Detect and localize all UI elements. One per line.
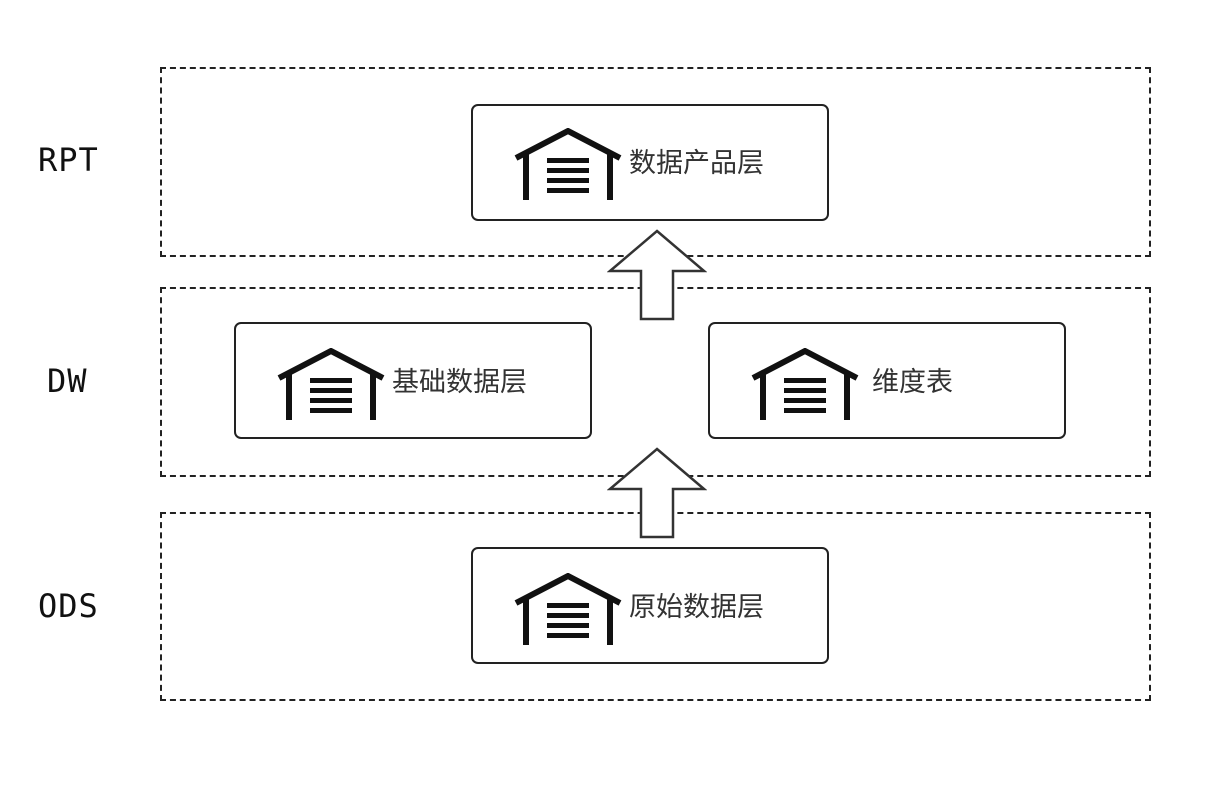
raw-layer-label: 原始数据层 <box>629 592 764 623</box>
product-layer-node[interactable]: 数据产品层 <box>471 104 829 221</box>
dimension-table-node[interactable]: 维度表 <box>708 322 1066 439</box>
raw-layer-node[interactable]: 原始数据层 <box>471 547 829 664</box>
dimension-table-label: 维度表 <box>872 367 953 398</box>
dw-layer-label: DW <box>47 362 88 400</box>
product-layer-label: 数据产品层 <box>629 148 764 179</box>
warehouse-icon <box>751 348 859 420</box>
up-arrow-icon <box>607 229 707 321</box>
up-arrow-icon <box>607 447 707 539</box>
warehouse-icon <box>514 128 622 200</box>
base-layer-label: 基础数据层 <box>392 367 527 398</box>
warehouse-icon <box>514 573 622 645</box>
warehouse-icon <box>277 348 385 420</box>
ods-layer-label: ODS <box>38 587 99 625</box>
rpt-layer-label: RPT <box>38 141 99 179</box>
base-layer-node[interactable]: 基础数据层 <box>234 322 592 439</box>
